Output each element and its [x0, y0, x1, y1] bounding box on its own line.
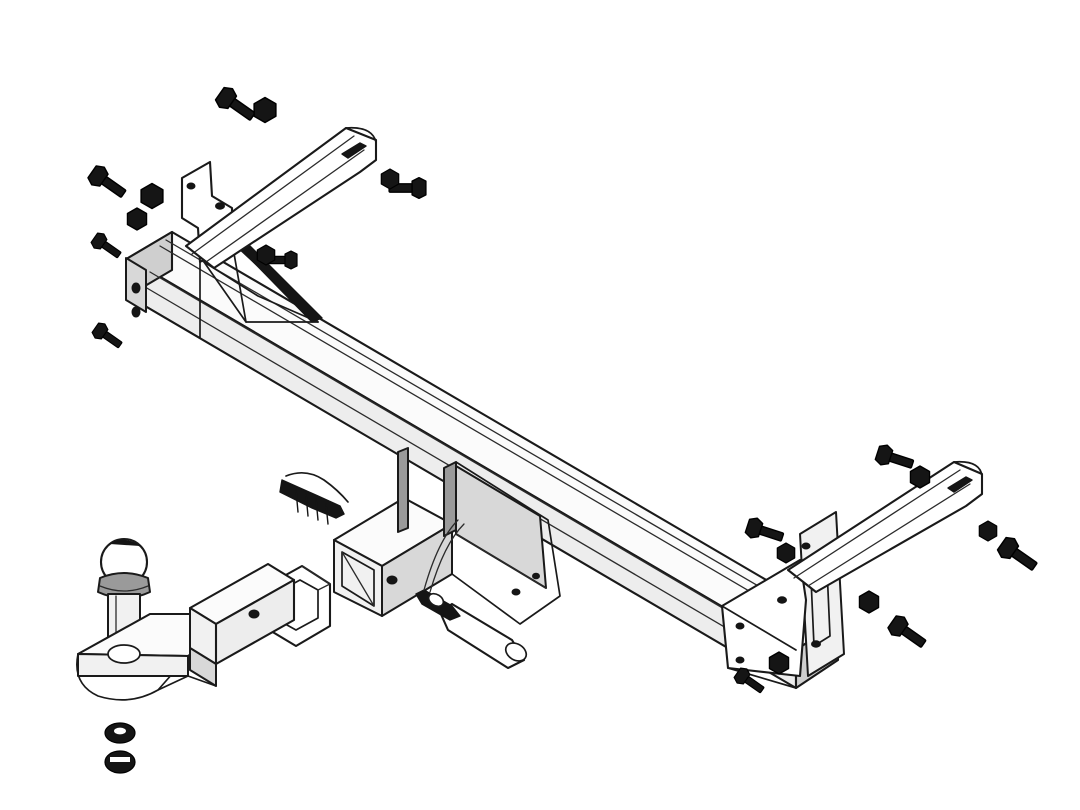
fastener-washers — [104, 722, 136, 774]
nut — [256, 244, 276, 266]
washer — [104, 750, 136, 774]
receiver-socket — [332, 447, 561, 625]
nut — [253, 96, 277, 124]
nut — [126, 207, 148, 231]
nut — [858, 590, 880, 614]
bolt — [873, 442, 917, 475]
nut — [978, 520, 998, 542]
nut — [909, 465, 931, 489]
washer — [104, 722, 136, 744]
ball-mount-tongue — [76, 562, 296, 701]
bolt — [994, 533, 1042, 577]
bolt — [89, 320, 126, 353]
bolt — [743, 515, 787, 548]
bolt — [885, 612, 931, 654]
nut — [776, 542, 796, 564]
safety-retaining-clip — [279, 471, 349, 525]
nut — [380, 168, 400, 190]
nut — [140, 182, 164, 210]
left-side-arm — [184, 126, 378, 270]
hitch-pin-and-clip — [415, 519, 528, 670]
nut — [768, 651, 790, 675]
bolt — [212, 83, 260, 127]
bolt — [85, 162, 131, 204]
right-side-arm — [786, 460, 984, 594]
bolt — [88, 230, 125, 263]
